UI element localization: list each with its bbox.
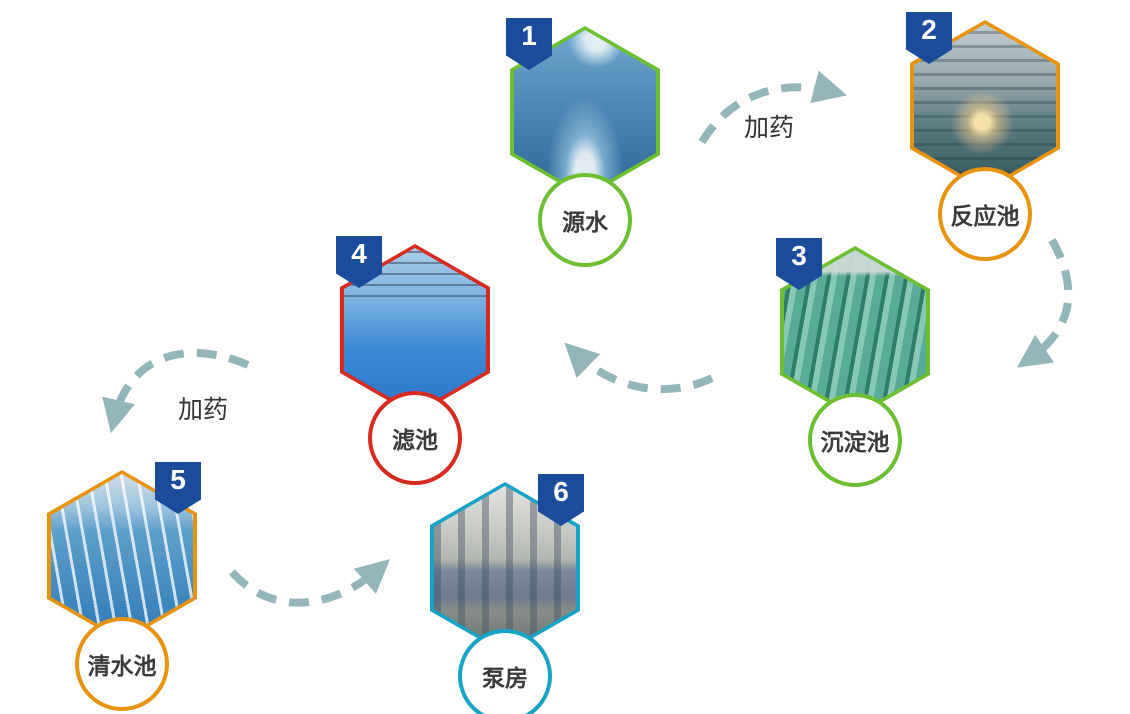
step-reaction-pool: 2 反应池 [906, 12, 1062, 261]
step-number: 1 [521, 20, 537, 51]
dosing-label-left: 加药 [178, 390, 228, 426]
step-label-text: 滤池 [392, 427, 438, 453]
step-filter-pool: 4 滤池 [336, 236, 492, 485]
step-number: 5 [170, 464, 186, 495]
hexagon-frame [910, 20, 1060, 192]
step-number: 2 [921, 14, 937, 45]
step-number: 3 [791, 240, 807, 271]
step-label: 清水池 [75, 617, 169, 711]
dosing-label-top-text: 加药 [744, 114, 795, 142]
step-label: 滤池 [368, 391, 462, 485]
step-sedimentation-pool: 3 沉淀池 [776, 238, 932, 487]
step-label-text: 源水 [562, 209, 608, 235]
step-label-text: 反应池 [950, 203, 1020, 229]
arrow-clearwater-to-pumphouse [229, 559, 391, 607]
step-label: 源水 [538, 173, 632, 267]
step-label: 沉淀池 [808, 393, 902, 487]
step-source-water: 1 源水 [506, 18, 662, 267]
step-label: 反应池 [938, 167, 1032, 261]
step-label: 泵房 [458, 629, 552, 714]
dosing-label-top: 加药 [744, 108, 794, 144]
dosing-label-left-text: 加药 [178, 396, 229, 424]
step-number: 4 [351, 238, 367, 269]
step-pump-house: 6 泵房 [428, 474, 584, 714]
step-label-text: 泵房 [482, 665, 528, 691]
step-label-text: 清水池 [87, 653, 157, 679]
arrow-sedimentation-to-filter [564, 342, 714, 394]
step-number: 6 [553, 476, 569, 507]
arrow-reaction-to-sedimentation [1016, 238, 1073, 368]
step-clear-water-pool: 5 清水池 [45, 462, 201, 711]
step-label-text: 沉淀池 [820, 429, 890, 455]
